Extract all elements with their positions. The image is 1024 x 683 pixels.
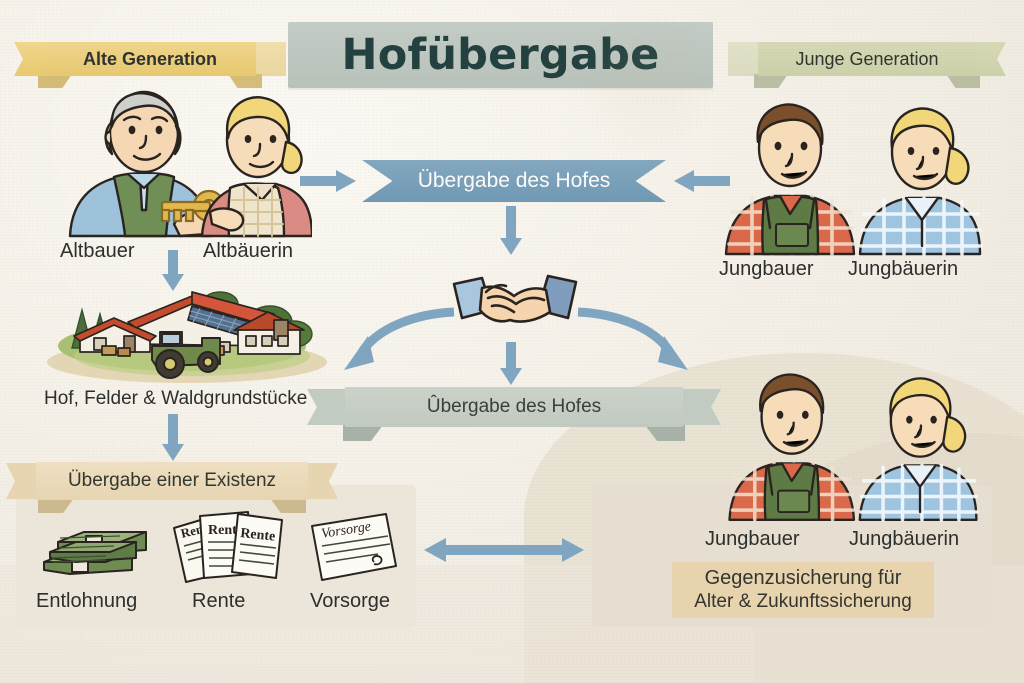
banner-old-generation-label: Alte Generation (82, 48, 218, 69)
caption-item-rente: Rente (192, 590, 246, 612)
ribbon-handover-bottom: Ûbergabe des Hofes (307, 387, 721, 441)
caption-item-vorsorge: Vorsorge (310, 590, 391, 612)
banner-young-generation: Junge Generation (728, 42, 1006, 88)
ribbon-fold-right (946, 74, 980, 88)
ribbon-body: Ûbergabe des Hofes (345, 387, 683, 427)
arrow-handshake-to-bottom-handover (498, 342, 524, 386)
doc-label-rente-1: Rente (208, 523, 243, 538)
ribbon-tail-left (14, 42, 44, 76)
ribbon-fold-left (343, 425, 383, 441)
ribbon-body: Übergabe einer Existenz (36, 462, 308, 500)
ribbon-fold-right (645, 425, 685, 441)
ribbon-tail-right (308, 463, 338, 499)
banner-counter-assurance: Gegenzusicherung für Alter & Zukunftssic… (672, 562, 934, 618)
counter-assurance-line1: Gegenzusicherung für (704, 567, 902, 589)
arrow-right-curve-to-handshake (570, 292, 694, 374)
ribbon-handover-top: Übergabe des Hofes (362, 160, 666, 202)
ribbon-fold-left (38, 74, 72, 88)
caption-old-farmer: Altbauer (60, 240, 135, 262)
ribbon-body: Alte Generation (44, 42, 256, 76)
arrow-old-to-farm (160, 250, 186, 292)
arrow-left-curve-to-handshake (338, 292, 462, 374)
arrow-old-to-handover (300, 168, 358, 194)
ribbon-tail-left (6, 463, 36, 499)
banner-young-generation-label: Junge Generation (795, 48, 939, 69)
page-title: Hofübergabe (288, 22, 713, 88)
ribbon-existence-transfer: Übergabe einer Existenz (6, 462, 338, 513)
caption-assets: Hof, Felder & Waldgrundstücke (44, 388, 308, 409)
ribbon-handover-top-label: Übergabe des Hofes (417, 169, 611, 193)
provision-document-icon: Vorsorge (300, 508, 404, 586)
counter-assurance-line2: Alter & Zukunftssicherung (694, 590, 912, 612)
ribbon-handover-bottom-label: Ûbergabe des Hofes (426, 396, 602, 418)
illustration-farm (42, 284, 328, 384)
illustration-old-couple (62, 84, 312, 239)
caption-young-farmer-bottom: Jungbauer (705, 528, 800, 550)
caption-item-entlohnung: Entlohnung (36, 590, 138, 612)
banner-old-generation: Alte Generation (14, 42, 286, 88)
arrow-farm-to-existence (160, 414, 186, 462)
ribbon-fold-right (270, 498, 306, 513)
ribbon-body: Übergabe des Hofes (362, 160, 666, 202)
handshake-icon (452, 262, 578, 344)
ribbon-fold-right (228, 74, 262, 88)
caption-young-farmwife-top: Jungbäuerin (848, 258, 959, 280)
arrow-exchange-bottom (424, 535, 584, 565)
arrow-young-to-handover (672, 168, 730, 194)
ribbon-body: Junge Generation (758, 42, 976, 76)
ribbon-fold-left (754, 74, 788, 88)
caption-old-farmwife: Altbäuerin (203, 240, 294, 262)
ribbon-tail-right (256, 42, 286, 76)
illustration-young-couple-top (708, 96, 994, 256)
doc-label-partial: Ren (179, 521, 205, 541)
caption-young-farmer-top: Jungbauer (719, 258, 814, 280)
arrow-handover-to-handshake (498, 206, 524, 256)
money-stacks-icon (36, 512, 164, 582)
ribbon-tail-left (307, 389, 345, 425)
caption-young-farmwife-bottom: Jungbäuerin (849, 528, 960, 550)
ribbon-tail-left (728, 42, 758, 76)
doc-label-rente-2: Rente (240, 526, 276, 545)
pension-documents-icon: Ren Rente Rente (170, 508, 290, 586)
page-title-text: Hofübergabe (341, 30, 660, 80)
ribbon-existence-transfer-label: Übergabe einer Existenz (67, 470, 277, 492)
ribbon-fold-left (38, 498, 74, 513)
ribbon-tail-right (976, 42, 1006, 76)
illustration-young-couple-bottom (712, 366, 990, 522)
